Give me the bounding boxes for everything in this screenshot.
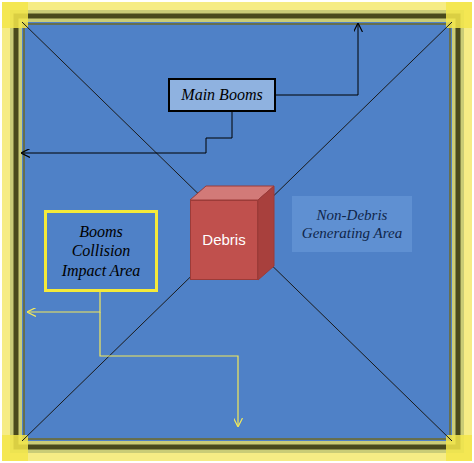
- leader-line: [100, 312, 238, 426]
- leader-line: [276, 24, 358, 95]
- sail-area: [10, 10, 464, 453]
- callout-box: Booms Collision Impact Area: [44, 210, 158, 292]
- area-label-box: Non-Debris Generating Area: [292, 196, 412, 252]
- debris-cube: Debris: [190, 200, 258, 280]
- cube-side: [258, 186, 274, 280]
- collision-band: [12, 12, 462, 451]
- node-text: Main Booms: [181, 85, 262, 104]
- node-text: Debris: [202, 231, 245, 249]
- diagonal-boom: [22, 22, 452, 441]
- leader-line: [28, 292, 100, 312]
- diagonal-boom: [22, 22, 452, 441]
- node-text: Booms Collision Impact Area: [53, 222, 149, 280]
- node-text: Non-Debris Generating Area: [298, 206, 406, 242]
- main-boom: [16, 16, 458, 447]
- callout-box: Main Booms: [168, 78, 276, 112]
- leader-line: [22, 112, 232, 153]
